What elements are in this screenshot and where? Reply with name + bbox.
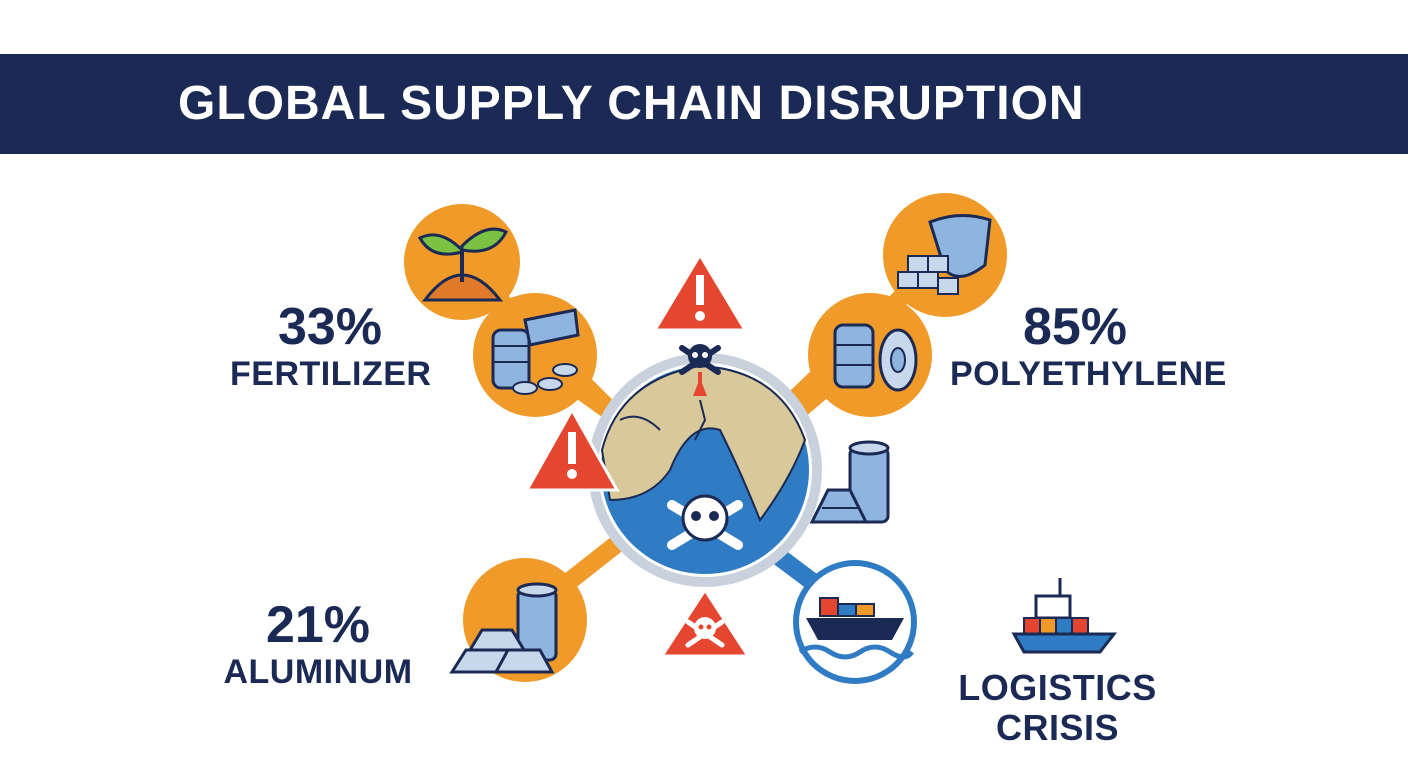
stat-label: ALUMINUM [223, 653, 413, 691]
globe-icon [588, 353, 822, 587]
stat-value: 33% [277, 298, 383, 356]
stat-label: POLYETHYLENE [950, 355, 1227, 393]
metal-bars-icon [473, 293, 597, 417]
warning-icon [524, 406, 620, 492]
stat-aluminum: 21% ALUMINUM [218, 598, 418, 692]
aluminum-ingots-icon [449, 558, 587, 682]
skull-crossbones-icon [667, 494, 743, 550]
warning-icon [652, 252, 748, 332]
title-banner: GLOBAL SUPPLY CHAIN DISRUPTION [0, 54, 1408, 154]
ship-icon [1011, 578, 1118, 654]
stat-logistics: LOGISTICS CRISIS [915, 668, 1200, 748]
plastic-pellets-icon [883, 193, 1007, 317]
stat-label: FERTILIZER [230, 355, 432, 393]
page-title: GLOBAL SUPPLY CHAIN DISRUPTION [178, 77, 1085, 130]
polyethylene-roll-icon [808, 293, 932, 417]
container-ship-icon [793, 560, 917, 684]
skull-crossbones-icon [679, 344, 721, 396]
stat-fertilizer: 33% FERTILIZER [230, 298, 432, 394]
stat-value: 21% [265, 596, 371, 654]
stat-label: LOGISTICS CRISIS [958, 667, 1157, 748]
stat-value: 85% [1022, 298, 1128, 356]
stat-polyethylene: 85% POLYETHYLENE [950, 298, 1227, 394]
aluminum-can-icon [809, 440, 890, 524]
sprout-icon [404, 204, 520, 320]
skull-warning-icon [659, 587, 751, 658]
